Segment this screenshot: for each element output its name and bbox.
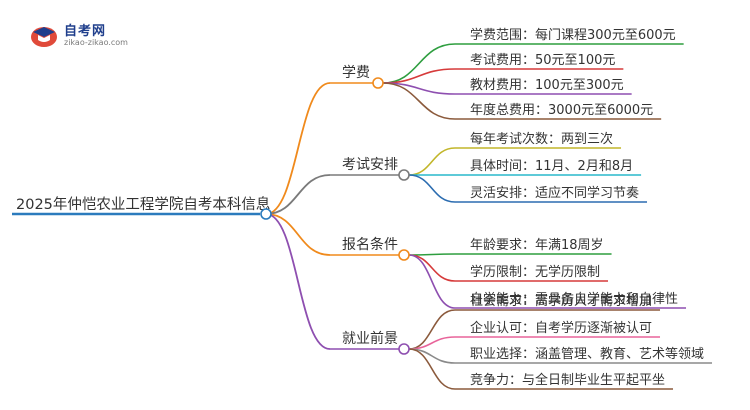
logo-domain: zikao-zikao.com (64, 38, 128, 47)
leaf-link (408, 254, 456, 309)
root-label: 2025年仲恺农业工程学院自考本科信息 (16, 196, 270, 213)
branch-label: 考试安排 (342, 157, 398, 173)
mind-map-links (265, 43, 456, 390)
branch-link (265, 174, 331, 215)
leaf-label: 每年考试次数：两到三次 (470, 131, 613, 147)
leaf-label: 社会需求：高学历人才需求增加 (470, 293, 652, 309)
leaf-label: 考试费用：50元至100元 (470, 53, 615, 68)
leaf-label: 年龄要求：年满18周岁 (470, 238, 604, 253)
branch-collapse-toggle[interactable] (398, 249, 410, 261)
branch-label: 报名条件 (342, 236, 398, 253)
branch-link (265, 82, 331, 215)
graduation-cap-icon (31, 27, 57, 47)
site-logo[interactable]: 自考网 zikao-zikao.com (30, 18, 170, 52)
logo-name: 自考网 (64, 24, 107, 39)
leaf-label: 具体时间：11月、2月和8月 (470, 159, 633, 174)
leaf-link (408, 254, 456, 282)
leaf-label: 竞争力：与全日制毕业生平起平坐 (470, 372, 665, 388)
mind-map-nodes: 2025年仲恺农业工程学院自考本科信息学费学费范围：每门课程300元至600元考… (12, 27, 713, 390)
leaf-label: 灵活安排：适应不同学习节奏 (470, 185, 639, 201)
leaf-link (408, 174, 456, 203)
leaf-link (408, 147, 456, 176)
branch-collapse-toggle[interactable] (372, 77, 384, 89)
leaf-label: 年度总费用：3000元至6000元 (470, 102, 653, 118)
branch-label: 就业前景 (342, 330, 398, 347)
leaf-label: 职业选择：涵盖管理、教育、艺术等领域 (470, 346, 704, 362)
leaf-label: 企业认可：自考学历逐渐被认可 (470, 320, 652, 336)
leaf-label: 学历限制：无学历限制 (470, 264, 600, 280)
branch-link (265, 213, 331, 350)
branch-collapse-toggle[interactable] (398, 343, 410, 355)
branch-label: 学费 (342, 65, 370, 81)
branch-link (265, 213, 331, 256)
leaf-label: 自学能力：需具备自学能力和自律性 (470, 291, 678, 307)
leaf-link (408, 348, 456, 390)
leaf-link (408, 253, 456, 256)
branch-collapse-toggle[interactable] (398, 169, 410, 181)
leaf-label: 学费范围：每门课程300元至600元 (470, 27, 676, 43)
root-collapse-toggle[interactable] (260, 208, 272, 220)
leaf-link (382, 82, 456, 120)
leaf-label: 教材费用：100元至300元 (470, 77, 624, 93)
leaf-link (382, 43, 456, 84)
